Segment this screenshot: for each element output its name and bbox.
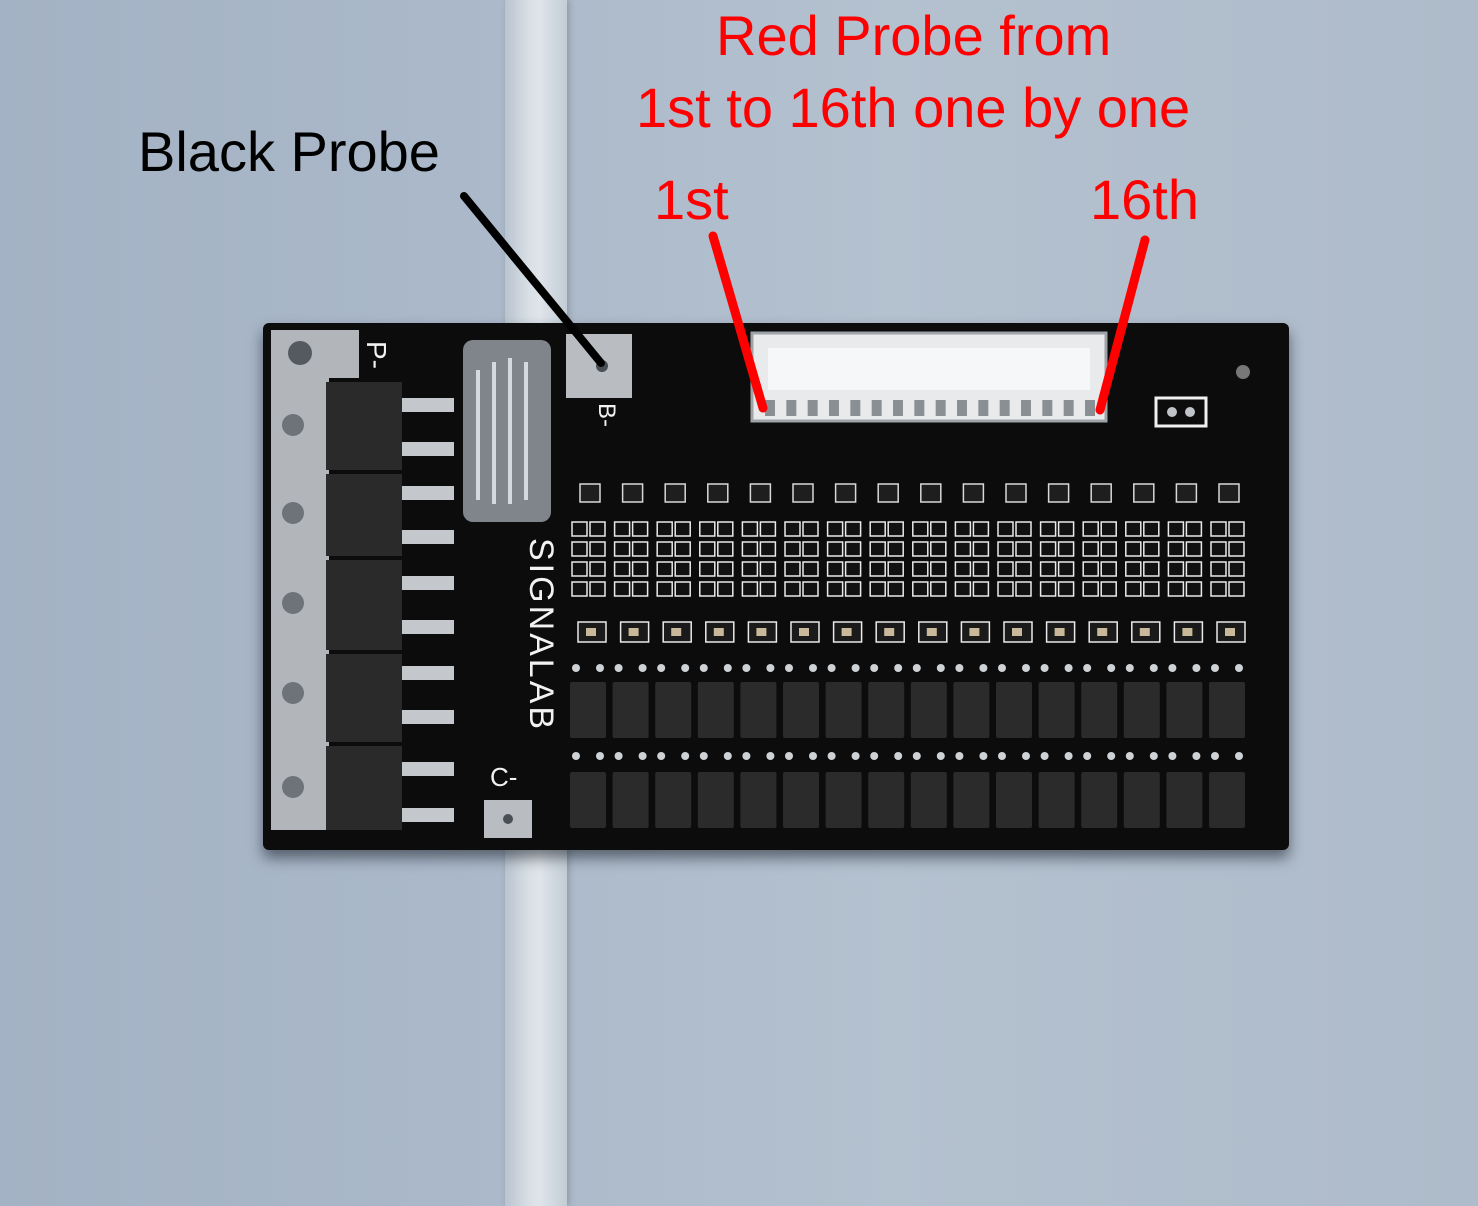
black-probe-label: Black Probe (138, 120, 440, 183)
channel-column (655, 483, 692, 828)
connector-cavity (768, 348, 1090, 390)
channel-column (825, 483, 863, 828)
two-pin-header (1154, 396, 1208, 428)
first-pin-label: 1st (654, 168, 729, 231)
channel-column (996, 483, 1033, 828)
connector-pin (1085, 400, 1095, 416)
channel-column (740, 483, 778, 828)
connector-pin (978, 400, 989, 416)
connector-pin (829, 400, 839, 416)
channel-column (1166, 483, 1204, 828)
metal-bus-strip (271, 330, 329, 830)
channel-column (612, 483, 650, 828)
channel-column (868, 483, 905, 828)
last-pin-pointer (1095, 235, 1150, 415)
channel-column (1081, 483, 1118, 828)
connector-pin (871, 400, 882, 416)
first-pin-pointer (708, 231, 768, 413)
shunt-resistor (463, 340, 551, 522)
connector-pin (1042, 400, 1053, 416)
connector-pin (1063, 400, 1074, 416)
mosfet-column (326, 382, 402, 830)
channel-column (570, 483, 607, 828)
channel-column (1209, 483, 1246, 828)
channel-column (1038, 483, 1076, 828)
brand-logo-text: SIGNALAB (522, 538, 560, 732)
black-probe-pointer (460, 192, 605, 367)
mounting-hole (1236, 365, 1250, 379)
channel-column (910, 483, 948, 828)
c-minus-label: C- (490, 762, 517, 792)
red-probe-subtitle: 1st to 16th one by one (636, 76, 1191, 139)
b-minus-label: B- (593, 403, 620, 427)
connector-pin (765, 400, 775, 416)
p-minus-label: P- (361, 341, 392, 369)
connector-pin (850, 400, 861, 416)
connector-pin (893, 400, 903, 416)
channel-column (1123, 483, 1161, 828)
c-minus-hole (503, 814, 513, 824)
channel-column (783, 483, 820, 828)
channel-column (697, 483, 735, 828)
shunt-wires (476, 358, 528, 504)
connector-pin (935, 400, 946, 416)
p-terminal-pad (329, 330, 359, 378)
mosfet-leads (402, 398, 454, 822)
p-terminal-hole (288, 341, 312, 365)
connector-pin (1021, 400, 1031, 416)
connector-pin (957, 400, 967, 416)
connector-pins (765, 400, 1095, 416)
connector-pin (914, 400, 925, 416)
red-probe-title: Red Probe from (716, 4, 1112, 67)
bus-holes (282, 414, 304, 798)
connector-pin (807, 400, 818, 416)
connector-pin (786, 400, 797, 416)
channel-column (953, 483, 991, 828)
channel-components (570, 483, 1246, 828)
last-pin-label: 16th (1090, 168, 1199, 231)
connector-pin (999, 400, 1010, 416)
